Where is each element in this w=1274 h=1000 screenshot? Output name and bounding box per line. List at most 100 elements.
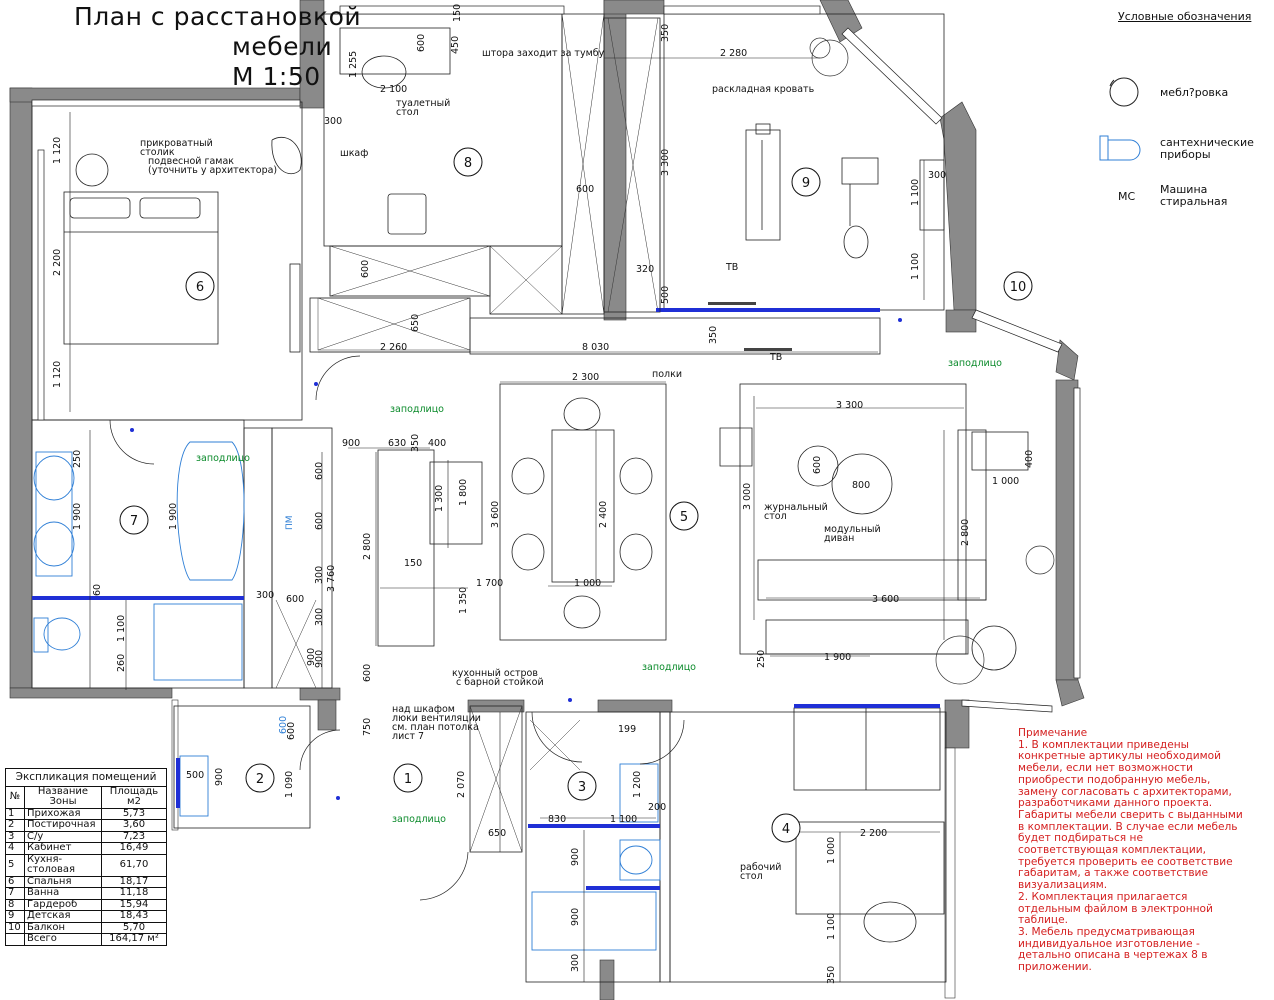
note-item: 3. Мебель предусматривающая индивидуальн… bbox=[1018, 925, 1208, 974]
annotation-tv: ТВ bbox=[725, 262, 738, 273]
room-number: 7 bbox=[130, 514, 138, 529]
dim-value: 600 bbox=[576, 184, 594, 195]
furniture-chair-icon bbox=[1109, 77, 1139, 107]
explication-table: Экспликация помещений № Название Зоны Пл… bbox=[5, 768, 167, 946]
flush-label: заподлицо bbox=[196, 453, 250, 464]
dim-value: 630 bbox=[388, 438, 406, 449]
legend-furniture-label: мебл?ровка bbox=[1160, 86, 1229, 99]
dim-value: 900 bbox=[214, 768, 225, 786]
dim-value: 250 bbox=[72, 450, 83, 468]
dim-value: 1 000 bbox=[574, 578, 601, 589]
row-number: 6 bbox=[5, 875, 25, 888]
dim-value: 830 bbox=[548, 814, 566, 825]
row-name: С/у bbox=[24, 830, 102, 843]
dim-value: 1 200 bbox=[632, 771, 643, 798]
dim-value: 900 bbox=[570, 908, 581, 926]
washing-machine-icon: МС bbox=[1118, 190, 1135, 203]
annotation-hammock: подвесной гамак bbox=[148, 156, 234, 167]
note-item: 2. Комплектация прилагается отдельным фа… bbox=[1018, 890, 1213, 927]
room-markers bbox=[119, 147, 1033, 843]
kids-furniture bbox=[656, 123, 880, 351]
annotation-bedside: столик bbox=[140, 147, 175, 158]
dim-value: 2 800 bbox=[960, 519, 971, 546]
row-number: 8 bbox=[5, 898, 25, 911]
annotation-pm: ПМ bbox=[285, 515, 295, 530]
column-header: № bbox=[5, 785, 25, 809]
row-name: Детская bbox=[24, 910, 102, 923]
plan-title: План с расстановкой bbox=[74, 2, 362, 31]
dim-value: 600 bbox=[286, 594, 304, 605]
dim-value: 600 bbox=[286, 722, 297, 740]
row-area: 61,70 bbox=[101, 853, 167, 877]
row-area: 15,94 bbox=[101, 898, 167, 911]
room-number: 5 bbox=[680, 510, 688, 525]
dim-value: 1 900 bbox=[72, 503, 83, 530]
legend-symbols bbox=[1099, 77, 1141, 161]
dim-value: 1 100 bbox=[610, 814, 637, 825]
dim-value: 3 300 bbox=[836, 400, 863, 411]
row-area: 5,73 bbox=[101, 807, 167, 820]
dim-value: 450 bbox=[450, 36, 461, 54]
dim-value: 1 300 bbox=[434, 485, 445, 512]
flush-label: заподлицо bbox=[948, 358, 1002, 369]
row-number: 7 bbox=[5, 887, 25, 900]
dim-value: 1 100 bbox=[826, 913, 837, 940]
note-item: 1. В комплектации приведены конкретные а… bbox=[1018, 738, 1243, 892]
annotation-island: с барной стойкой bbox=[456, 677, 544, 688]
kitchen-dining-furniture bbox=[499, 383, 1029, 671]
walls bbox=[9, 0, 1085, 1000]
dim-value: 600 bbox=[314, 462, 325, 480]
dim-value: 300 bbox=[256, 590, 274, 601]
row-name: Кухня-столовая bbox=[24, 853, 102, 877]
dim-value: 3 760 bbox=[326, 565, 337, 592]
flush-markers bbox=[130, 318, 902, 800]
dim-value: 1 100 bbox=[116, 615, 127, 642]
dim-value: 1 100 bbox=[910, 253, 921, 280]
row-area: 7,23 bbox=[101, 830, 167, 843]
row-name: Ванна bbox=[24, 887, 102, 900]
dim-value: 600 bbox=[278, 716, 289, 734]
room-number: 6 bbox=[196, 280, 204, 295]
dim-value: 600 bbox=[362, 664, 373, 682]
dim-value: 2 070 bbox=[456, 771, 467, 798]
dim-value: 400 bbox=[428, 438, 446, 449]
flush-label: заподлицо bbox=[642, 662, 696, 673]
row-area: 3,60 bbox=[101, 819, 167, 832]
dim-value: 650 bbox=[410, 314, 421, 332]
cabinets bbox=[275, 13, 659, 853]
dim-value: 900 bbox=[570, 848, 581, 866]
flush-labels: заподлицо заподлицо заподлицо заподлицо … bbox=[196, 358, 1002, 825]
dim-value: 350 bbox=[410, 434, 421, 452]
legend-sanitary-label: приборы bbox=[1160, 148, 1211, 161]
dimension-values: 150 600 450 1 255 2 100 300 1 120 2 200 … bbox=[52, 4, 1035, 984]
dim-value: 1 900 bbox=[824, 652, 851, 663]
dim-value: 2 300 bbox=[572, 372, 599, 383]
annotation-vent: лист 7 bbox=[392, 731, 424, 742]
dim-value: 600 bbox=[360, 260, 371, 278]
dim-value: 260 bbox=[116, 654, 127, 672]
dim-value: 1 120 bbox=[52, 137, 63, 164]
dim-value: 750 bbox=[362, 718, 373, 736]
row-name: Кабинет bbox=[24, 842, 102, 855]
dim-value: 350 bbox=[708, 326, 719, 344]
flush-label: заподлицо bbox=[390, 404, 444, 415]
row-number: 9 bbox=[5, 910, 25, 923]
annotation-dressing-table: туалетный bbox=[396, 98, 450, 109]
dim-value: 600 bbox=[812, 456, 823, 474]
dim-value: 500 bbox=[660, 286, 671, 304]
row-name: Балкон bbox=[24, 921, 102, 934]
dimension-lines bbox=[69, 30, 980, 982]
annotation-hammock: (уточнить у архитектора) bbox=[148, 165, 277, 176]
dim-value: 350 bbox=[660, 24, 671, 42]
room-number: 4 bbox=[782, 822, 790, 837]
dim-value: 199 bbox=[618, 724, 636, 735]
room-number: 9 bbox=[802, 176, 810, 191]
windows bbox=[31, 5, 1081, 713]
door-swings bbox=[109, 355, 685, 901]
dim-value: 300 bbox=[314, 566, 325, 584]
row-name: Постирочная bbox=[24, 819, 102, 832]
row-area: 11,18 bbox=[101, 887, 167, 900]
